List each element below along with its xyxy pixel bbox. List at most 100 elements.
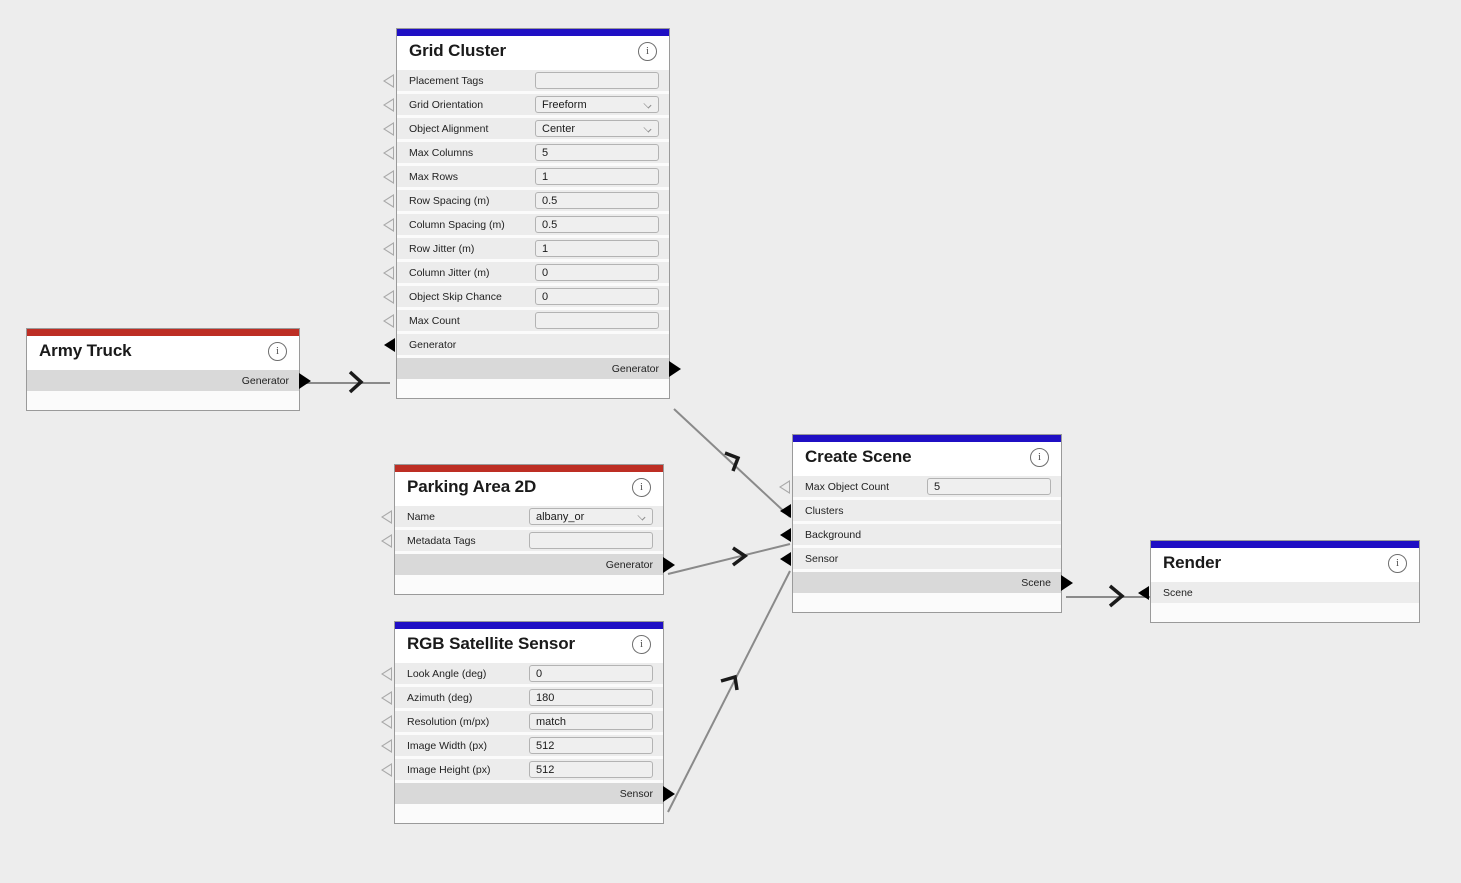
input-port-handle[interactable] [383, 97, 394, 112]
info-icon[interactable]: i [1388, 553, 1407, 573]
param-row-object-skip-chance[interactable]: Object Skip Chance 0 [383, 286, 669, 310]
param-row-placement-tags[interactable]: Placement Tags [383, 70, 669, 94]
max-count-input[interactable] [535, 312, 659, 329]
param-row-max-columns[interactable]: Max Columns 5 [383, 142, 669, 166]
param-row-image-height[interactable]: Image Height (px) 512 [381, 759, 663, 783]
node-footer [397, 382, 669, 398]
info-icon[interactable]: i [632, 477, 651, 497]
input-port-row-generator[interactable]: Generator [384, 334, 669, 358]
input-port-row-background[interactable]: Background [780, 524, 1061, 548]
input-port-row-scene[interactable]: Scene [1138, 582, 1419, 606]
param-row-max-rows[interactable]: Max Rows 1 [383, 166, 669, 190]
info-icon[interactable]: i [1030, 447, 1049, 467]
object-skip-chance-input[interactable]: 0 [535, 288, 659, 305]
grid-orientation-select[interactable]: Freeform [535, 96, 659, 113]
input-port-handle[interactable] [381, 509, 392, 524]
input-port-handle[interactable] [779, 479, 790, 494]
column-jitter-input[interactable]: 0 [535, 264, 659, 281]
output-port-row-generator[interactable]: Generator [395, 554, 675, 578]
node-header[interactable]: Grid Cluster i [397, 36, 669, 70]
node-rgb-satellite-sensor[interactable]: RGB Satellite Sensor i Look Angle (deg) … [381, 621, 675, 824]
input-port-handle[interactable] [381, 714, 392, 729]
row-spacing-input[interactable]: 0.5 [535, 192, 659, 209]
input-port-handle[interactable] [381, 533, 392, 548]
input-port-handle[interactable] [383, 121, 394, 136]
info-icon[interactable]: i [632, 634, 651, 654]
node-header[interactable]: Create Scene i [793, 442, 1061, 476]
output-port-handle[interactable] [663, 556, 675, 573]
node-create-scene[interactable]: Create Scene i Max Object Count 5 Cluste… [779, 434, 1073, 613]
param-row-resolution[interactable]: Resolution (m/px) match [381, 711, 663, 735]
max-object-count-input[interactable]: 5 [927, 478, 1051, 495]
param-row-image-width[interactable]: Image Width (px) 512 [381, 735, 663, 759]
output-port-row-scene[interactable]: Scene [793, 572, 1073, 596]
param-row-column-jitter[interactable]: Column Jitter (m) 0 [383, 262, 669, 286]
resolution-input[interactable]: match [529, 713, 653, 730]
output-port-row-generator[interactable]: Generator [27, 370, 311, 394]
node-header[interactable]: Render i [1151, 548, 1419, 582]
input-port-handle[interactable] [381, 690, 392, 705]
input-port-handle[interactable] [780, 503, 791, 518]
param-row-azimuth[interactable]: Azimuth (deg) 180 [381, 687, 663, 711]
param-row-column-spacing[interactable]: Column Spacing (m) 0.5 [383, 214, 669, 238]
output-port-handle[interactable] [1061, 574, 1073, 591]
node-parking-area-2d[interactable]: Parking Area 2D i Name albany_or Metadat… [381, 464, 675, 595]
param-row-object-alignment[interactable]: Object Alignment Center [383, 118, 669, 142]
row-jitter-input[interactable]: 1 [535, 240, 659, 257]
node-header[interactable]: RGB Satellite Sensor i [395, 629, 663, 663]
metadata-tags-input[interactable] [529, 532, 653, 549]
info-icon[interactable]: i [638, 41, 657, 61]
input-port-handle[interactable] [384, 337, 395, 352]
output-port-handle[interactable] [663, 785, 675, 802]
node-army-truck[interactable]: Army Truck i Generator [26, 328, 311, 411]
output-port-row-sensor[interactable]: Sensor [395, 783, 675, 807]
input-port-handle[interactable] [383, 313, 394, 328]
input-port-handle[interactable] [383, 265, 394, 280]
input-port-handle[interactable] [383, 145, 394, 160]
param-row-max-object-count[interactable]: Max Object Count 5 [779, 476, 1061, 500]
input-port-handle[interactable] [383, 241, 394, 256]
output-port-handle[interactable] [299, 372, 311, 389]
image-width-input[interactable]: 512 [529, 737, 653, 754]
azimuth-input[interactable]: 180 [529, 689, 653, 706]
max-rows-input[interactable]: 1 [535, 168, 659, 185]
input-port-handle[interactable] [383, 73, 394, 88]
node-header[interactable]: Army Truck i [27, 336, 299, 370]
column-spacing-input[interactable]: 0.5 [535, 216, 659, 233]
input-port-row-clusters[interactable]: Clusters [780, 500, 1061, 524]
param-row-look-angle[interactable]: Look Angle (deg) 0 [381, 663, 663, 687]
input-port-handle[interactable] [381, 738, 392, 753]
info-icon[interactable]: i [268, 341, 287, 361]
node-render[interactable]: Render i Scene [1138, 540, 1420, 623]
param-row-grid-orientation[interactable]: Grid Orientation Freeform [383, 94, 669, 118]
param-row-metadata-tags[interactable]: Metadata Tags [381, 530, 663, 554]
node-grid-cluster[interactable]: Grid Cluster i Placement Tags Grid Orien… [383, 28, 681, 399]
max-columns-input[interactable]: 5 [535, 144, 659, 161]
param-row-row-spacing[interactable]: Row Spacing (m) 0.5 [383, 190, 669, 214]
node-footer [793, 596, 1061, 612]
image-height-input[interactable]: 512 [529, 761, 653, 778]
input-port-handle[interactable] [383, 193, 394, 208]
node-header[interactable]: Parking Area 2D i [395, 472, 663, 506]
look-angle-input[interactable]: 0 [529, 665, 653, 682]
param-row-row-jitter[interactable]: Row Jitter (m) 1 [383, 238, 669, 262]
output-port-label: Generator [611, 362, 659, 375]
input-port-row-sensor[interactable]: Sensor [780, 548, 1061, 572]
input-port-handle[interactable] [780, 551, 791, 566]
input-port-handle[interactable] [383, 169, 394, 184]
placement-tags-input[interactable] [535, 72, 659, 89]
input-port-handle[interactable] [381, 666, 392, 681]
param-row-max-count[interactable]: Max Count [383, 310, 669, 334]
input-port-handle[interactable] [383, 217, 394, 232]
input-port-handle[interactable] [1138, 585, 1149, 600]
input-port-handle[interactable] [780, 527, 791, 542]
name-select[interactable]: albany_or [529, 508, 653, 525]
param-row-name[interactable]: Name albany_or [381, 506, 663, 530]
output-port-handle[interactable] [669, 360, 681, 377]
output-port-row-generator[interactable]: Generator [397, 358, 681, 382]
input-port-handle[interactable] [381, 762, 392, 777]
object-alignment-select[interactable]: Center [535, 120, 659, 137]
input-port-handle[interactable] [383, 289, 394, 304]
edge-rgb-sensor-to-create-scene [667, 570, 791, 813]
